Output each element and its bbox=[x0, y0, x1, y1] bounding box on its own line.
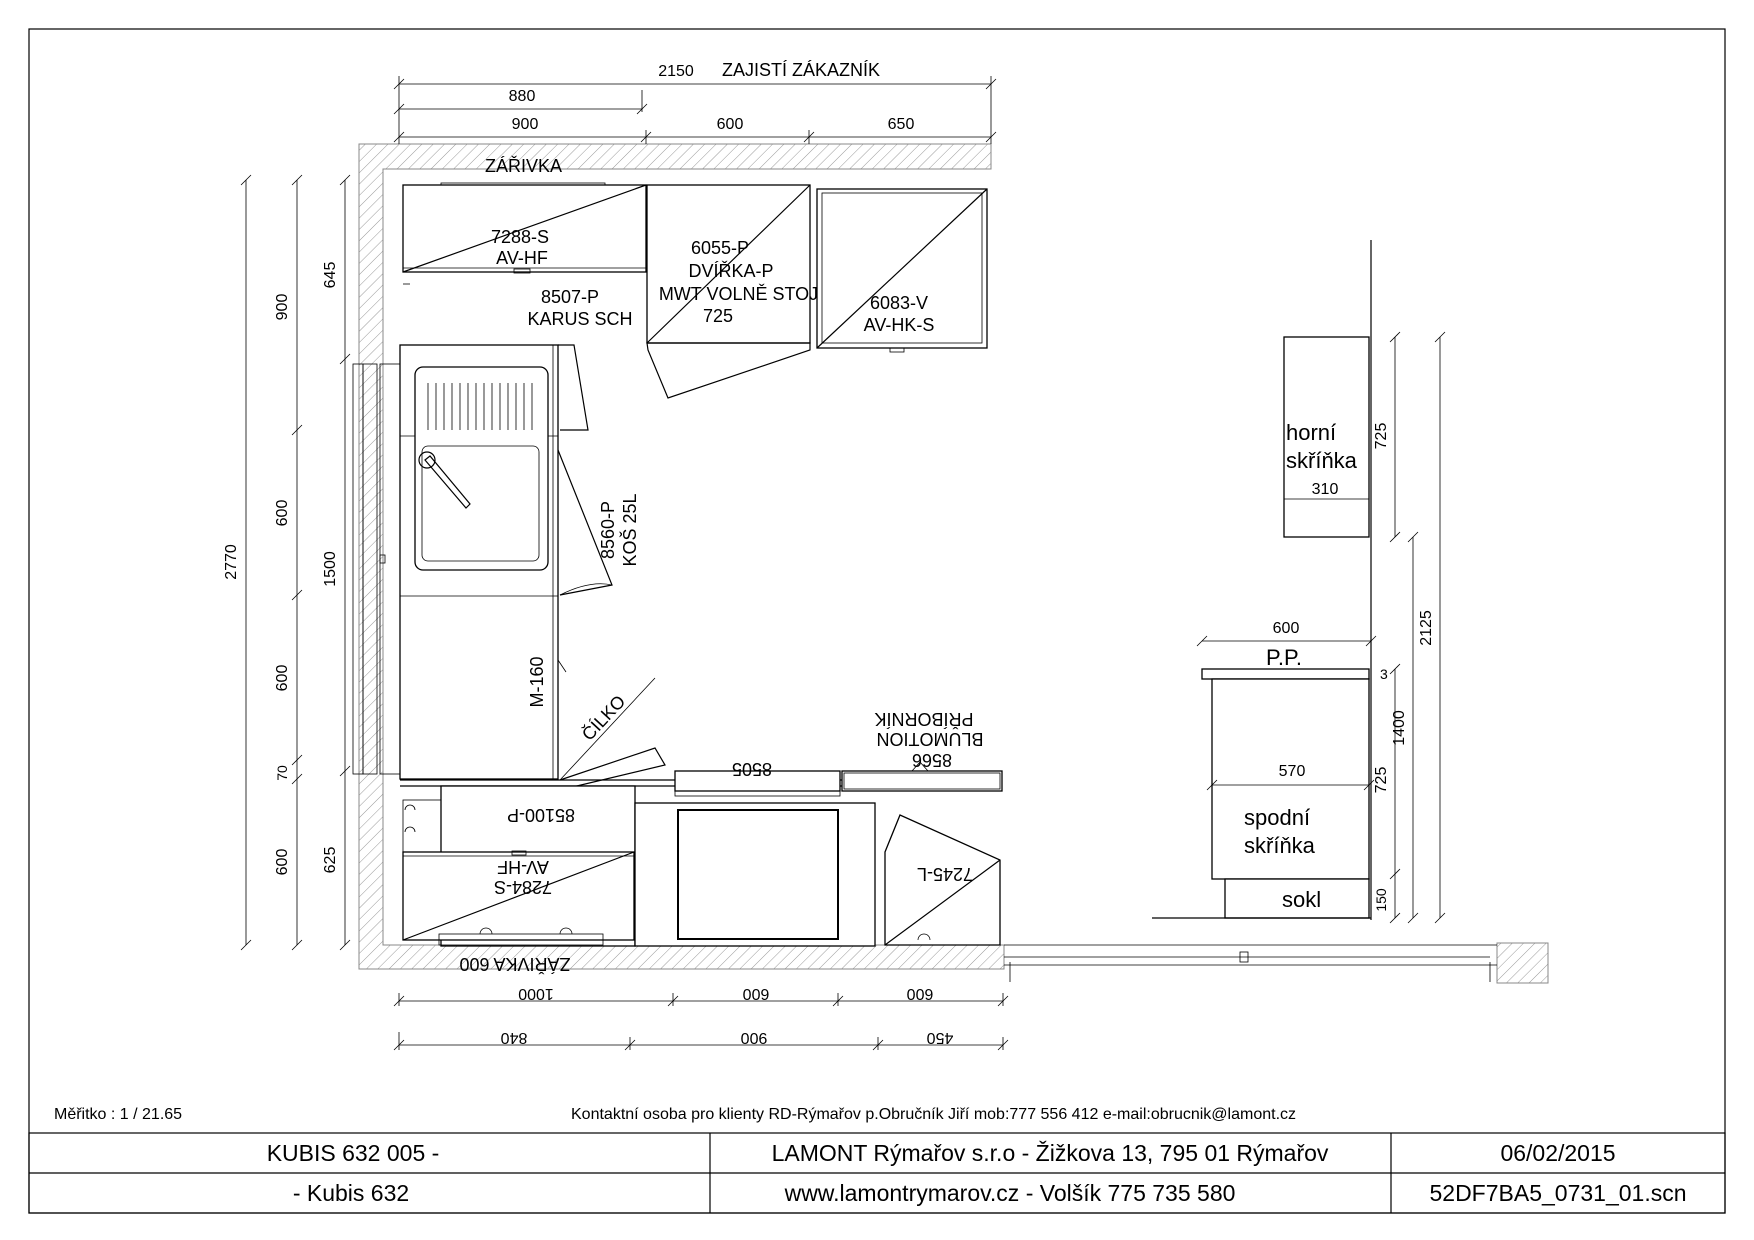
dim-bottom-1000: 1000 bbox=[518, 985, 554, 1002]
label-6055-p: 6055-P bbox=[691, 238, 749, 258]
upper-cabinets-top: ZÁŘIVKA 7288-S AV-HF 8507-P KARUS SCH 60… bbox=[402, 156, 988, 399]
dim-left-1500: 1500 bbox=[322, 551, 339, 587]
dim-left-2770: 2770 bbox=[223, 544, 240, 580]
dim-bottom-600b: 600 bbox=[907, 985, 934, 1002]
label-8566: 8566 bbox=[912, 750, 952, 770]
upper-cabinet-section bbox=[1283, 336, 1370, 538]
label-6055-p-sub3: 725 bbox=[703, 306, 733, 326]
dim-top-600: 600 bbox=[717, 116, 744, 133]
label-m160: M-160 bbox=[527, 656, 547, 707]
label-pribornik: PŘÍBORNÍK bbox=[874, 709, 973, 729]
cabinet-7245-l bbox=[884, 814, 1001, 946]
dim-3: 3 bbox=[1380, 666, 1388, 682]
title-row2-right: 52DF7BA5_0731_01.scn bbox=[1429, 1180, 1686, 1206]
title-row1-mid: LAMONT Rýmařov s.r.o - Žižkova 13, 795 0… bbox=[772, 1140, 1329, 1166]
label-cilko: ČÍLKO bbox=[577, 691, 629, 745]
title-row1-left: KUBIS 632 005 - bbox=[267, 1140, 440, 1166]
section-view: horní skříňka 310 600 P.P. 3 570 spodní … bbox=[1152, 240, 1446, 924]
dim-left-600c: 600 bbox=[274, 849, 291, 876]
label-blumotion: BLUMOTION bbox=[876, 729, 983, 749]
left-run: 8560-P KOŠ 25L M-160 ČÍLKO bbox=[352, 344, 666, 791]
dim-top-note: ZAJISTÍ ZÁKAZNÍK bbox=[722, 60, 880, 80]
label-sokl: sokl bbox=[1282, 887, 1321, 912]
title-row2-left: - Kubis 632 bbox=[293, 1180, 409, 1206]
dim-worktop-depth: 600 bbox=[1273, 620, 1300, 637]
dim-bottom-600a: 600 bbox=[743, 985, 770, 1002]
label-7284-s: 7284-S bbox=[494, 877, 552, 897]
label-pp: P.P. bbox=[1266, 645, 1302, 670]
dim-left-625: 625 bbox=[322, 847, 339, 874]
plinth-section bbox=[1224, 878, 1370, 919]
contact-text: Kontaktní osoba pro klienty RD-Rýmařov p… bbox=[571, 1106, 1296, 1123]
dim-left-645: 645 bbox=[322, 262, 339, 289]
title-row1-right: 06/02/2015 bbox=[1500, 1140, 1615, 1166]
label-6083-v: 6083-V bbox=[870, 293, 928, 313]
label-8507-p-sub: KARUS SCH bbox=[527, 309, 632, 329]
sink bbox=[414, 366, 549, 571]
dim-top-650: 650 bbox=[888, 116, 915, 133]
label-zarivka-bottom: ZÁŘIVKA 600 bbox=[459, 954, 570, 974]
dim-left-600b: 600 bbox=[274, 665, 291, 692]
dim-top-2150: 2150 bbox=[658, 63, 694, 80]
label-8507-p: 8507-P bbox=[541, 287, 599, 307]
dim-bottom-450: 450 bbox=[927, 1029, 954, 1046]
title-block: Měřitko : 1 / 21.65 Kontaktní osoba pro … bbox=[28, 1106, 1726, 1214]
label-upper: horní bbox=[1286, 420, 1336, 445]
dim-2125: 2125 bbox=[1418, 610, 1435, 646]
label-7288-s: 7288-S bbox=[491, 227, 549, 247]
label-7288-s-sub: AV-HF bbox=[496, 248, 548, 268]
label-lower: spodní bbox=[1244, 805, 1310, 830]
bottom-dimensions: 1000 600 600 840 900 450 bbox=[393, 985, 1009, 1051]
title-row2-mid: www.lamontrymarov.cz - Volšík 775 735 58… bbox=[784, 1180, 1236, 1206]
dim-left-900: 900 bbox=[274, 294, 291, 321]
label-6083-v-sub: AV-HK-S bbox=[864, 315, 935, 335]
dim-bottom-840: 840 bbox=[501, 1029, 528, 1046]
scale-text: Měřitko : 1 / 21.65 bbox=[54, 1106, 182, 1123]
dim-upper-height: 725 bbox=[1373, 423, 1390, 450]
dim-left-70: 70 bbox=[274, 765, 290, 781]
left-dimensions: 2770 900 600 600 70 600 645 1500 625 bbox=[223, 174, 351, 951]
top-dimensions: 2150 ZAJISTÍ ZÁKAZNÍK 880 900 600 650 bbox=[393, 60, 997, 144]
label-8560-p-sub: KOŠ 25L bbox=[619, 493, 640, 566]
label-8560-p: 8560-P bbox=[598, 501, 618, 559]
dim-sokl-height: 150 bbox=[1373, 888, 1389, 912]
label-lower2: skříňka bbox=[1244, 833, 1316, 858]
dim-bottom-900: 900 bbox=[741, 1029, 768, 1046]
appliance-8505 bbox=[677, 809, 839, 940]
dim-top-900: 900 bbox=[512, 116, 539, 133]
dim-upper-depth: 310 bbox=[1312, 481, 1339, 498]
dim-1400: 1400 bbox=[1391, 710, 1408, 746]
base-cabinet-section bbox=[1211, 678, 1370, 880]
label-85100-p: 85100-P bbox=[507, 805, 575, 825]
bottom-run: 85100-P 7284-S AV-HF ZÁŘIVKA 600 8505 85… bbox=[400, 709, 1003, 974]
dim-base-depth: 570 bbox=[1279, 763, 1306, 780]
walls bbox=[358, 143, 1005, 970]
label-zarivka-top: ZÁŘIVKA bbox=[485, 156, 562, 176]
label-6055-p-sub1: DVÍŘKA-P bbox=[688, 261, 773, 281]
label-7245-l: 7245-L bbox=[917, 864, 973, 884]
right-wall-section bbox=[1004, 942, 1549, 984]
label-upper2: skříňka bbox=[1286, 448, 1358, 473]
label-7284-s-sub: AV-HF bbox=[497, 857, 549, 877]
dim-lower-height: 725 bbox=[1373, 767, 1390, 794]
dim-top-880: 880 bbox=[509, 88, 536, 105]
label-8505: 8505 bbox=[732, 759, 772, 779]
label-6055-p-sub2: MWT VOLNĚ STOJ. bbox=[659, 284, 823, 304]
dim-left-600a: 600 bbox=[274, 500, 291, 527]
